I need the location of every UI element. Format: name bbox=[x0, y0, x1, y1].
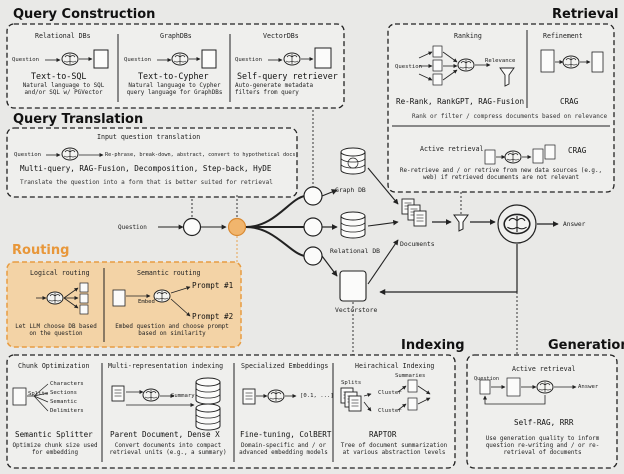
query-construction-title: Query Construction bbox=[13, 7, 156, 22]
documents-icon bbox=[401, 198, 427, 227]
multirep-desc: Convert documents into compact retrieval… bbox=[109, 443, 227, 456]
generation-title: Generation bbox=[548, 338, 624, 353]
chunk-split-label: Splits bbox=[28, 391, 49, 397]
chunk-item-sections: Sections bbox=[50, 390, 77, 396]
text-to-cypher: Text-to-Cypher bbox=[138, 71, 209, 81]
rank-desc: Rank or filter / compress documents base… bbox=[412, 113, 608, 120]
query-translation-title: Query Translation bbox=[13, 112, 144, 127]
graphdbs-heading: GraphDBs bbox=[160, 32, 192, 40]
self-rag-rrr: Self-RAG, RRR bbox=[514, 418, 574, 427]
graph-db-icon bbox=[340, 147, 366, 175]
prompt-1: Prompt #1 bbox=[192, 281, 234, 290]
query-translation-box bbox=[6, 127, 298, 198]
refinement-heading: Refinement bbox=[543, 32, 583, 40]
generation-box bbox=[466, 354, 618, 469]
fine-tuning-colbert: Fine-tuning, ColBERT bbox=[240, 430, 332, 439]
active-retrieval-desc: Re-retrieve and / or retrive from new da… bbox=[399, 168, 603, 181]
multirep-heading: Multi-representation indexing bbox=[108, 362, 224, 370]
main-question-label: Question bbox=[118, 224, 147, 231]
hier-cluster-label-2: Cluster bbox=[378, 408, 402, 414]
routing-title: Routing bbox=[12, 243, 70, 258]
hier-splits-label: Splits bbox=[341, 380, 362, 386]
self-query-retriever: Self-query retriever bbox=[237, 71, 338, 81]
indexing-box bbox=[6, 354, 456, 469]
logical-routing-desc: Let LLM choose DB based on the question bbox=[15, 324, 97, 337]
generation-active-retrieval-heading: Active retrieval bbox=[512, 365, 576, 373]
text-to-sql-desc: Natural language to SQL and/or SQL w/ PG… bbox=[22, 83, 105, 96]
logical-routing-heading: Logical routing bbox=[30, 269, 90, 277]
qt-methods: Multi-query, RAG-Fusion, Decomposition, … bbox=[20, 164, 272, 173]
generation-desc: Use generation quality to inform questio… bbox=[485, 436, 600, 456]
chunk-item-delimiters: Delimiters bbox=[50, 408, 84, 414]
vectordbs-heading: VectorDBs bbox=[263, 32, 299, 40]
question-node bbox=[182, 217, 202, 237]
generation-answer-label: Answer bbox=[578, 384, 599, 390]
active-retrieval-heading: Active retrieval bbox=[420, 145, 484, 153]
ranking-question-label: Question bbox=[395, 64, 422, 70]
self-query-desc: Auto-generate metadata filters from quer… bbox=[235, 83, 314, 96]
qt-arrow-note: Re-phrase, break-down, abstract, convert… bbox=[105, 152, 296, 158]
embeddings-desc: Domain-specific and / or advanced embedd… bbox=[239, 443, 328, 456]
semantic-routing-desc: Embed question and choose prompt based o… bbox=[115, 324, 229, 337]
qc-question-label-1: Question bbox=[12, 57, 39, 63]
text-to-sql: Text-to-SQL bbox=[31, 71, 87, 81]
vectorstore-icon bbox=[339, 270, 367, 302]
qc-question-label-3: Question bbox=[235, 57, 262, 63]
vectorstore-label: Vectorstore bbox=[335, 306, 378, 314]
query-construction-box bbox=[6, 23, 345, 109]
chunk-item-characters: Characters bbox=[50, 381, 84, 387]
documents-label: Documents bbox=[400, 240, 435, 248]
specialized-embeddings-heading: Specialized Embeddings bbox=[241, 362, 329, 370]
hierarchical-indexing-heading: Heirachical Indexing bbox=[355, 362, 435, 370]
generation-question-label: Question bbox=[474, 376, 499, 382]
hierarchical-desc: Tree of document summarization at variou… bbox=[340, 443, 448, 456]
indexing-title: Indexing bbox=[401, 338, 465, 353]
chunk-item-semantic: Semantic bbox=[50, 399, 77, 405]
parent-document-dense-x: Parent Document, Dense X bbox=[110, 430, 220, 439]
routing-node bbox=[227, 217, 247, 237]
retrieval-box bbox=[387, 23, 615, 193]
refinement-crag: CRAG bbox=[560, 97, 579, 106]
hier-summaries-label: Summaries bbox=[395, 373, 426, 379]
text-to-cypher-desc: Natural language to Cypher query languag… bbox=[126, 83, 223, 96]
retrieval-title: Retrieval bbox=[552, 7, 619, 22]
active-retrieval-crag: CRAG bbox=[568, 146, 587, 155]
chunk-desc: Optimize chunk size used for embedding bbox=[12, 443, 98, 456]
raptor: RAPTOR bbox=[369, 430, 397, 439]
ranking-heading: Ranking bbox=[454, 32, 482, 40]
relevance-label: Relevance bbox=[485, 58, 516, 64]
summary-label: Summary bbox=[171, 393, 195, 399]
relational-db-icon bbox=[340, 211, 366, 239]
answer-label: Answer bbox=[563, 221, 586, 228]
qt-desc: Translate the question into a form that … bbox=[20, 179, 273, 186]
ranking-methods: Re-Rank, RankGPT, RAG-Fusion bbox=[396, 97, 525, 106]
graph-db-label: Graph DB bbox=[335, 186, 366, 194]
relational-db-label: Relational DB bbox=[330, 247, 381, 255]
input-question-translation-heading: Input question translation bbox=[97, 133, 201, 141]
vector-label: [0.1, ...] bbox=[300, 393, 334, 399]
hier-cluster-label-1: Cluster bbox=[378, 390, 402, 396]
embed-label: Embed bbox=[138, 299, 155, 305]
semantic-splitter: Semantic Splitter bbox=[15, 430, 93, 439]
relational-dbs-heading: Relational DBs bbox=[35, 32, 91, 40]
qt-question-label: Question bbox=[14, 152, 41, 158]
prompt-2: Prompt #2 bbox=[192, 312, 234, 321]
filter-icon bbox=[453, 214, 469, 232]
qc-question-label-2: Question bbox=[124, 57, 151, 63]
semantic-routing-heading: Semantic routing bbox=[137, 269, 201, 277]
chunk-optimization-heading: Chunk Optimization bbox=[18, 362, 90, 370]
